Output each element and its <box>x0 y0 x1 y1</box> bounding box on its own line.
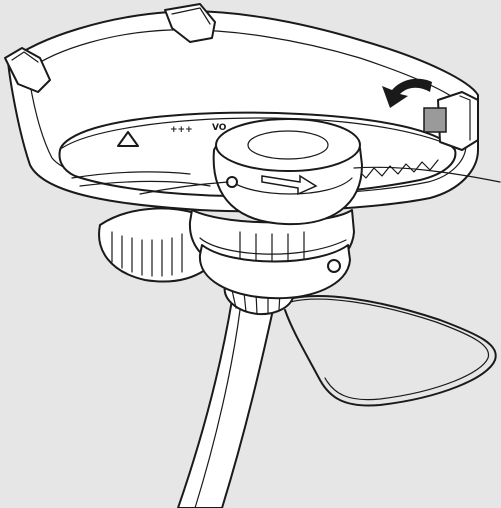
spool-cap <box>212 118 363 226</box>
trimmer-line <box>139 166 501 195</box>
grey-tab <box>423 107 447 133</box>
collar-ring <box>198 244 351 300</box>
top-clip <box>164 3 216 43</box>
direction-arrow-icon <box>261 174 318 196</box>
recycle-triangle-icon <box>117 131 139 147</box>
cap-top <box>215 118 361 172</box>
shaft <box>177 299 275 508</box>
left-clip <box>4 47 51 93</box>
wire-guard <box>284 295 497 407</box>
right-clip <box>423 91 479 151</box>
rim-label-vo: VO <box>212 123 227 133</box>
cap-inner <box>247 130 329 160</box>
rim-markings: +++ VO <box>117 123 227 147</box>
screw-head <box>327 259 341 273</box>
rim-label-plus: +++ <box>170 125 193 135</box>
rotate-arrow-icon <box>382 78 432 108</box>
